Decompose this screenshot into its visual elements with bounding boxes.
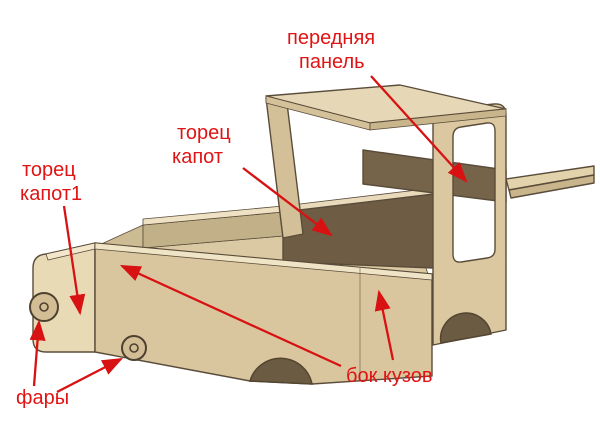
label-body-side: бок кузов	[346, 365, 433, 387]
label-front-panel-line1: передняя	[287, 27, 375, 49]
headlight-2-center	[129, 343, 139, 353]
headlight-1	[29, 292, 59, 322]
bed-side-panel-top-edge	[94, 242, 433, 281]
cab-side-panel	[432, 103, 507, 346]
headlight-2	[121, 335, 147, 361]
arrow-hood-end-1	[62, 205, 86, 316]
right-board-edge	[508, 174, 595, 199]
wheel-arch-bed	[249, 357, 313, 385]
arrow-hood-end	[242, 167, 333, 237]
label-headlights: фары	[16, 387, 69, 409]
cab-roof-edge-front	[369, 108, 507, 131]
arrow-front-panel	[370, 75, 468, 183]
annotation-labels: передняя панель торец капот торец капот1…	[16, 27, 433, 409]
headlight-1-center	[39, 302, 49, 312]
label-hood-end-1-line1: торец	[22, 159, 76, 181]
label-hood-end-line1: торец	[177, 122, 231, 144]
wheel-arch-cab	[439, 312, 492, 344]
label-hood-end-line2: капот	[172, 146, 223, 168]
arrow-headlight-1	[29, 319, 46, 387]
label-front-panel-line2: панель	[299, 51, 365, 73]
annotation-arrows	[29, 75, 468, 394]
arrow-headlight-2	[56, 357, 124, 394]
arrow-body-side-1	[374, 289, 395, 361]
label-hood-end-1-line2: капот1	[20, 183, 82, 205]
truck-drawing	[29, 84, 595, 385]
arrow-body-side-2	[119, 264, 342, 368]
